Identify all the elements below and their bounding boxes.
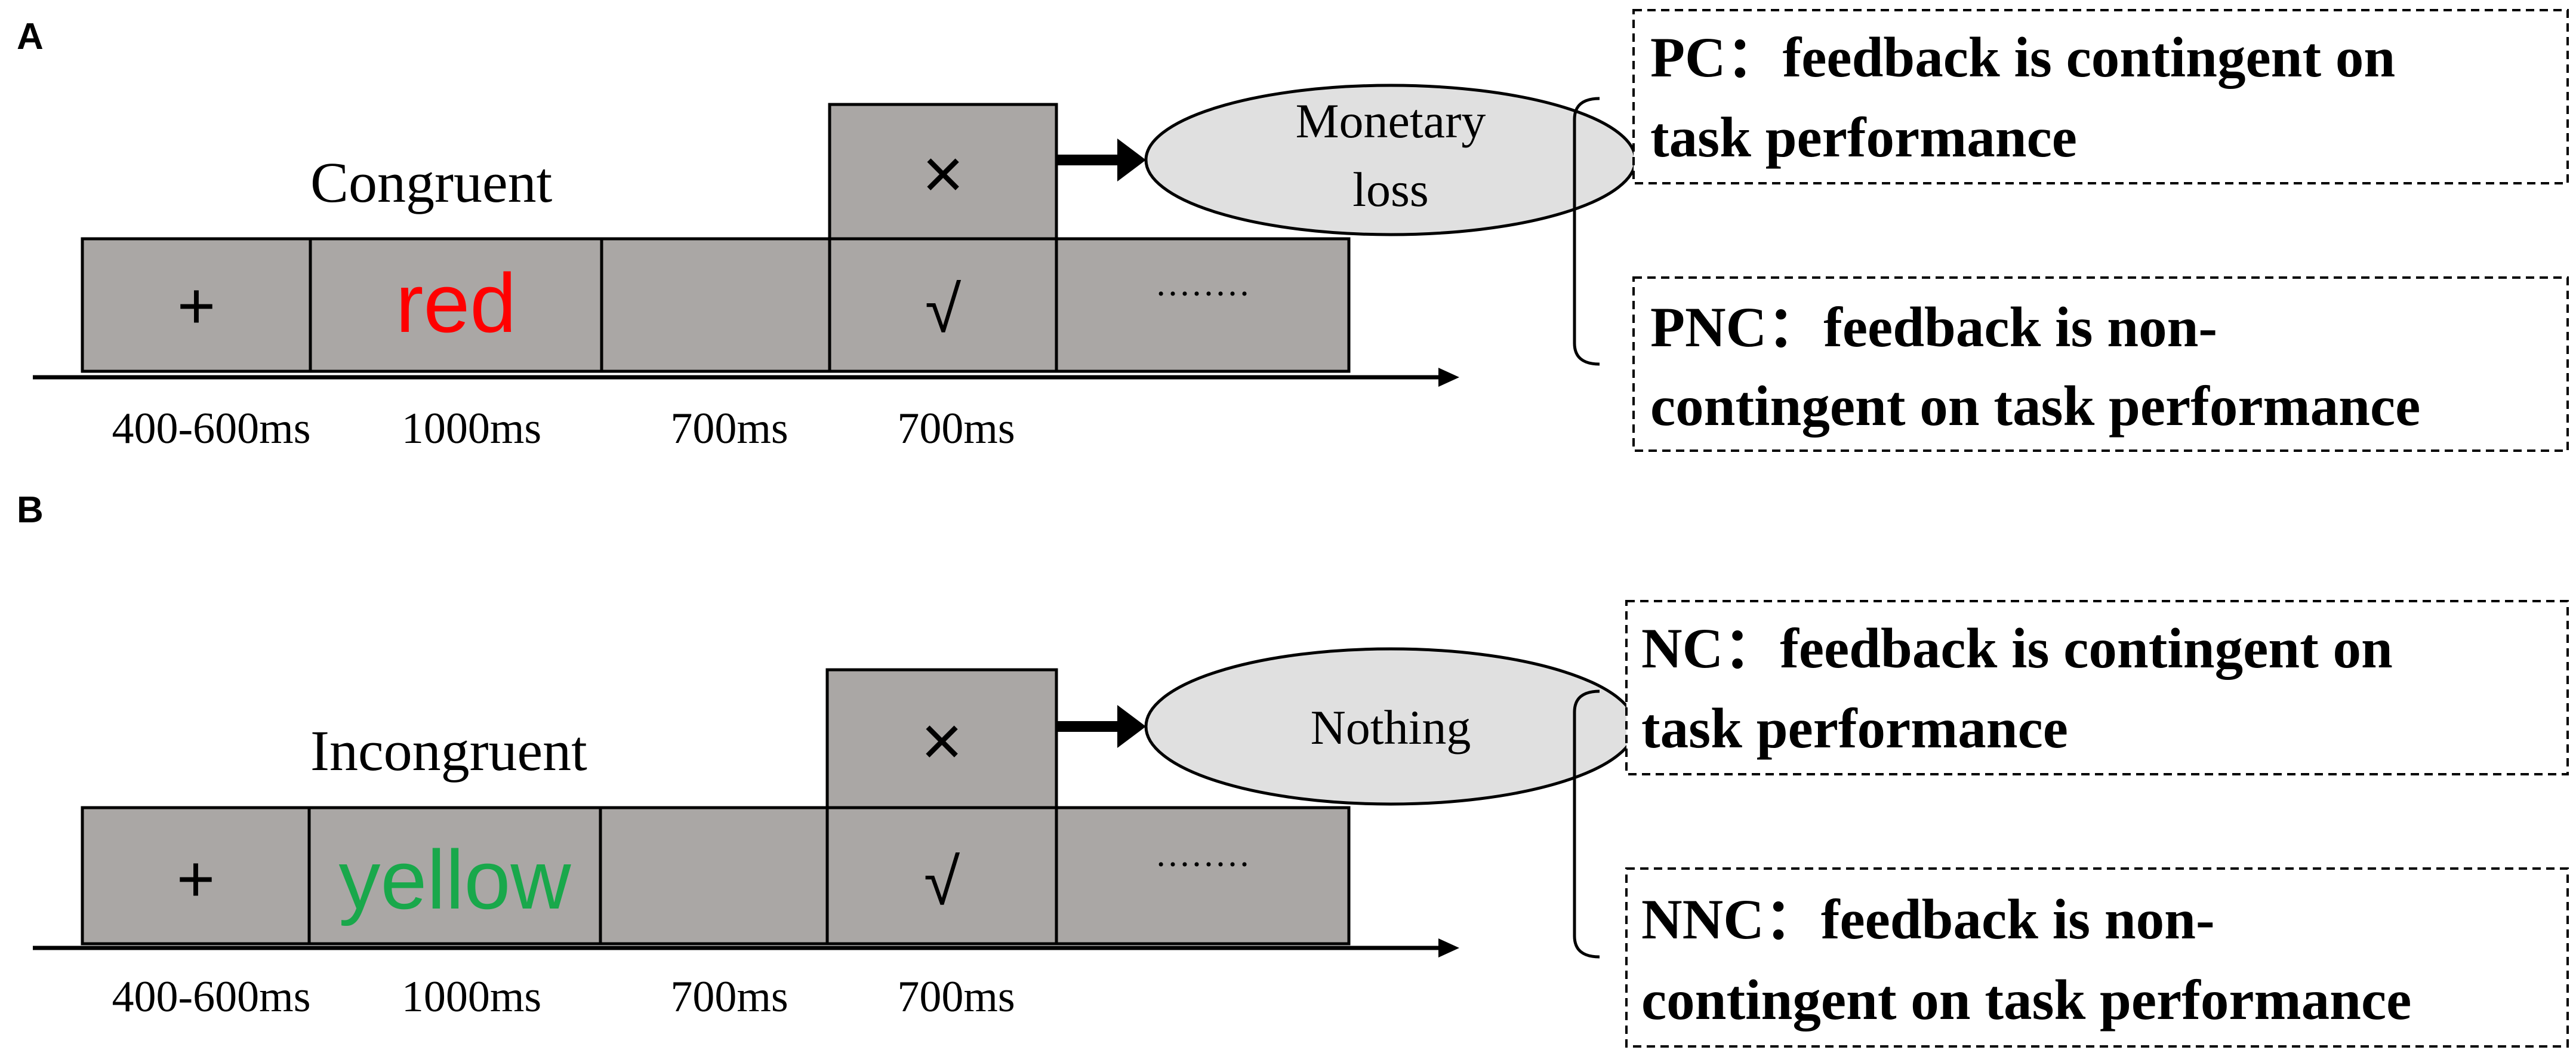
wrong-mark: × [922,134,964,214]
fixation-cross: + [177,842,215,916]
fixation-box [81,237,312,373]
duration-stimulus: 1000ms [402,972,541,1021]
right-mark: √ [925,273,962,346]
panel-a: A Congruent + red × √ ········ Monetary … [17,9,2569,453]
panel-b: B Incongruent + yellow × √ ········ Noth… [17,489,2569,1048]
wrong-feedback-box [825,668,1058,809]
description-box-contingent [1625,600,2569,775]
continuation-dots: ········ [1155,274,1250,313]
duration-blank: 700ms [670,404,788,453]
wrong-feedback-box [828,103,1058,241]
condition-label: Congruent [310,150,553,214]
description-contingent-line-1: PC：feedback is contingent on [1650,26,2395,89]
duration-blank: 700ms [670,972,788,1021]
blank-box [599,806,829,946]
timeline-arrow-head [1438,938,1459,957]
condition-brace [1573,689,1600,959]
condition-brace [1573,97,1600,366]
description-box-contingent [1632,9,2569,184]
continuation-dots: ········ [1155,845,1250,884]
continuation-box [1055,806,1351,946]
stimulus-word: red [396,256,516,350]
description-box-noncontingent [1625,867,2569,1048]
outcome-line-2: loss [1352,162,1429,217]
continuation-box [1055,237,1351,373]
condition-label: Incongruent [310,719,587,783]
stimulus-box [307,806,602,946]
description-noncontingent-line-1: NNC：feedback is non- [1641,888,2215,951]
description-contingent-line-2: task performance [1650,106,2077,169]
fixation-cross: + [177,269,215,343]
right-mark: √ [924,845,960,919]
stimulus-word: yellow [338,833,571,926]
description-contingent-line-1: NC：feedback is contingent on [1641,617,2393,680]
duration-feedback: 700ms [897,972,1015,1021]
outcome-line-1: Nothing [1311,700,1471,755]
description-contingent-line-2: task performance [1641,697,2068,760]
description-noncontingent-line-2: contingent on task performance [1641,968,2411,1032]
panel-letter: B [17,489,44,531]
stimulus-box [309,237,603,373]
duration-fixation: 400-600ms [112,404,311,453]
duration-stimulus: 1000ms [402,404,541,453]
duration-feedback: 700ms [897,404,1015,453]
outcome-arrow-head [1117,138,1146,181]
timeline-arrow-head [1438,368,1459,387]
description-box-noncontingent [1632,276,2569,452]
outcome-line-1: Monetary [1296,94,1486,148]
wrong-mark: × [921,701,963,781]
duration-fixation: 400-600ms [112,972,311,1021]
blank-box [600,237,831,373]
panel-letter: A [17,16,44,57]
fixation-box [81,806,311,946]
description-noncontingent-line-2: contingent on task performance [1650,374,2420,438]
outcome-arrow-head [1117,705,1146,748]
description-noncontingent-line-1: PNC：feedback is non- [1650,295,2217,359]
